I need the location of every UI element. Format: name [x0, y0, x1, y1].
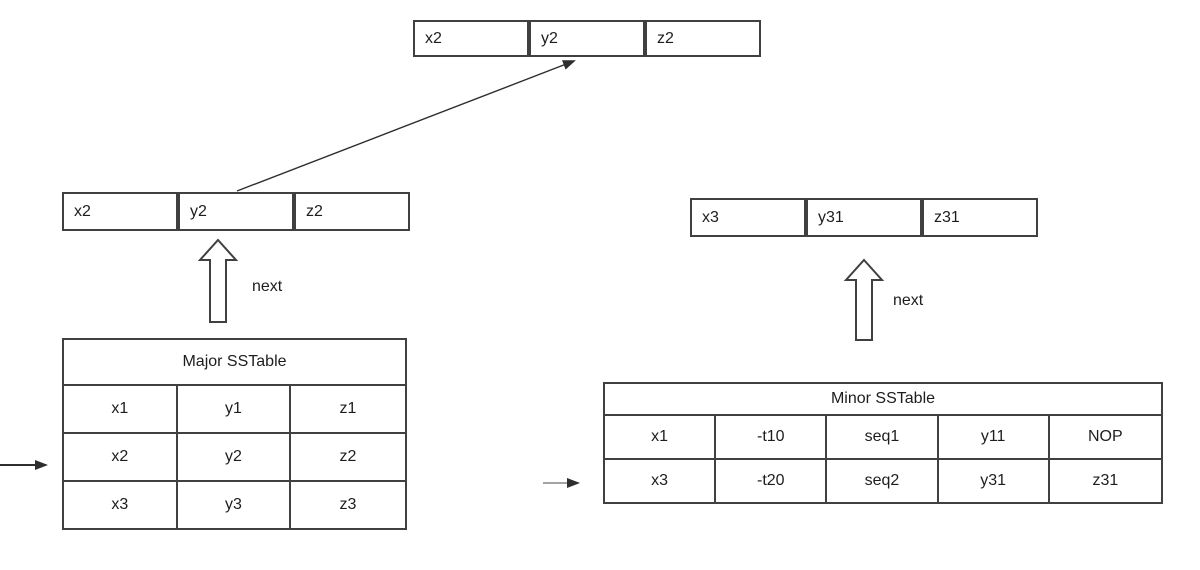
table-row: x3 -t20 seq2 y31 z31: [605, 460, 1161, 502]
node-link-arrow: [236, 60, 576, 192]
node-row-right: x3 y31 z31: [690, 198, 1038, 237]
table-cell: y1: [177, 386, 292, 434]
table-cell: NOP: [1049, 416, 1161, 460]
node-row-left: x2 y2 z2: [62, 192, 410, 231]
next-label-left: next: [252, 278, 283, 295]
node-cell: z2: [294, 192, 410, 231]
node-cell: y31: [806, 198, 922, 237]
table-cell: z2: [291, 434, 405, 482]
table-cell: x3: [605, 460, 717, 502]
table-cell: x1: [64, 386, 178, 434]
table-cell: x2: [64, 434, 178, 482]
table-row: x1 y1 z1: [64, 386, 405, 434]
table-cell: y11: [938, 416, 1050, 460]
major-sstable-title: Major SSTable: [64, 340, 405, 386]
minor-sstable-title: Minor SSTable: [605, 384, 1161, 416]
table-cell: z3: [339, 496, 357, 513]
node-cell: x2: [413, 20, 529, 57]
table-cell: y2: [177, 434, 292, 482]
table-cell: z1: [291, 386, 405, 434]
table-cell: -t10: [716, 416, 828, 460]
next-block-arrow-right: [843, 258, 885, 341]
table-row: x3 y3 z3: [64, 482, 405, 528]
table-cell: seq1: [827, 416, 939, 460]
table-cell: -t20: [716, 460, 828, 502]
node-cell: y2: [529, 20, 645, 57]
node-cell: z31: [922, 198, 1038, 237]
table-cell: y3: [178, 482, 292, 528]
node-cell: y2: [178, 192, 294, 231]
table-cell: z31: [1092, 472, 1119, 489]
table-row: x2 y2 z2: [64, 434, 405, 482]
table-cell: seq2: [827, 460, 939, 502]
minor-sstable: Minor SSTable x1 -t10 seq1 y11 NOP x3 -t…: [603, 382, 1163, 504]
major-sstable: Major SSTable x1 y1 z1 x2 y2 z2 x3 y3 z3: [62, 338, 407, 530]
next-block-arrow-left: [197, 238, 239, 323]
table-cell: x1: [605, 416, 717, 460]
node-row-top: x2 y2 z2: [413, 20, 761, 57]
next-label-right: next: [893, 292, 924, 309]
table-cell: x3: [64, 482, 178, 528]
table-row: x1 -t10 seq1 y11 NOP: [605, 416, 1161, 460]
node-cell: z2: [645, 20, 761, 57]
node-cell: x3: [690, 198, 806, 237]
node-cell: x2: [62, 192, 178, 231]
table-cell: y31: [939, 460, 1050, 502]
